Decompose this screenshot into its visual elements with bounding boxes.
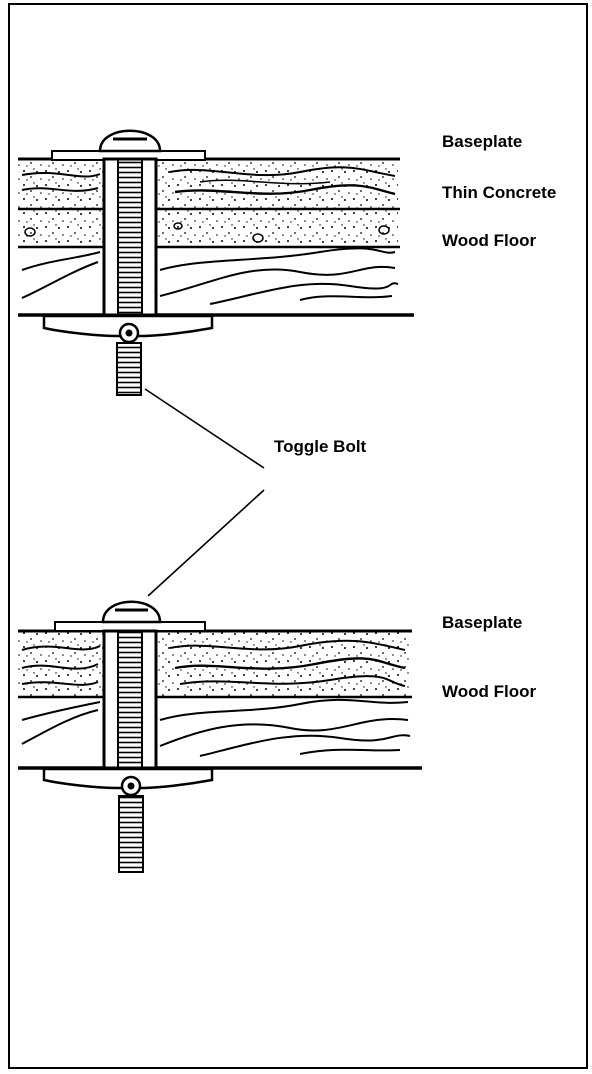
top-assembly [18, 129, 414, 396]
top-concrete-layer [18, 210, 398, 246]
bottom-baseplate-layer [18, 632, 410, 696]
bottom-wood-layer [21, 698, 411, 757]
toggle-bolt-leaders [144, 388, 265, 597]
top-baseplate-layer [18, 160, 398, 208]
bottom-wood-floor-label: Wood Floor [442, 682, 537, 701]
top-wood-layer [21, 247, 399, 305]
top-thin-concrete-label: Thin Concrete [442, 183, 557, 202]
toggle-bolt-label: Toggle Bolt [274, 437, 367, 456]
bottom-assembly [18, 600, 422, 873]
top-baseplate-label: Baseplate [442, 132, 523, 151]
top-wood-floor-label: Wood Floor [442, 231, 537, 250]
bottom-baseplate-label: Baseplate [442, 613, 523, 632]
